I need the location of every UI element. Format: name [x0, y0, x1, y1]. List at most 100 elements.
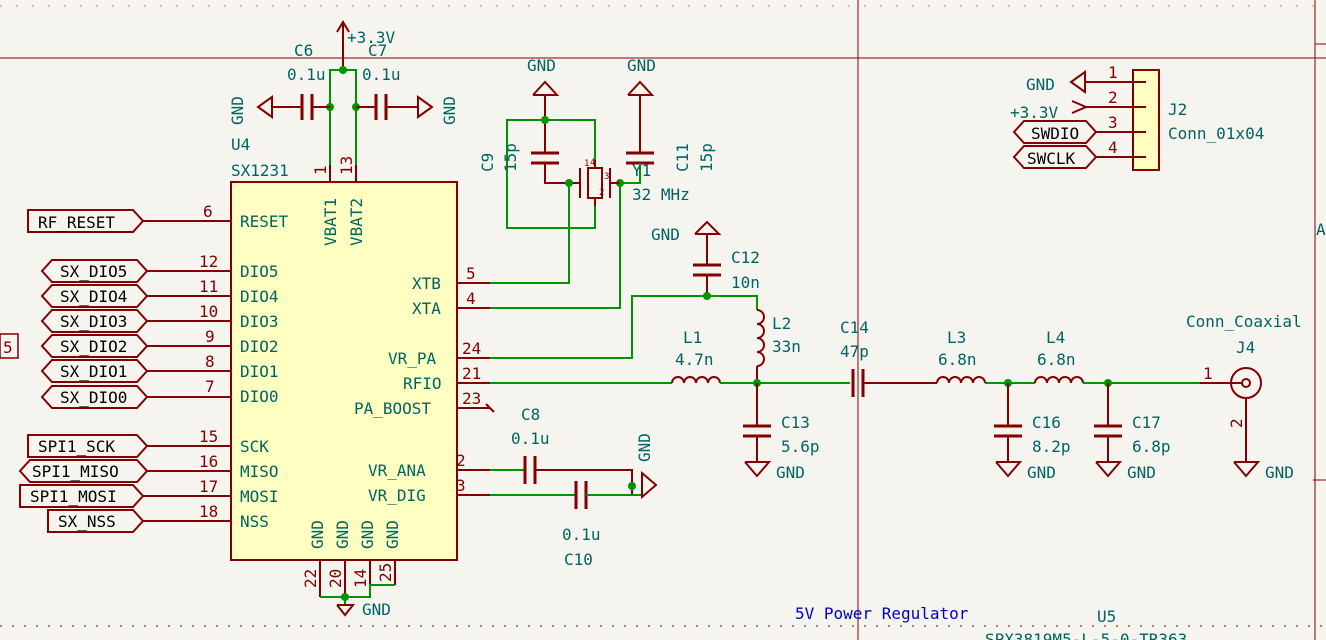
l4-ref: L4 [1046, 328, 1065, 347]
c11-gnd-label: GND [627, 56, 656, 75]
c17-ref: C17 [1132, 413, 1161, 432]
net-rf-reset-label: RF_RESET [38, 213, 115, 232]
net-rf-reset-flag [27, 209, 145, 233]
u4-pin-dio4-name: DIO4 [240, 287, 279, 306]
u4-pin-20-num: 20 [326, 569, 345, 588]
u4-pin-10-num: 10 [199, 302, 218, 321]
y1-pin-4: 4 [590, 158, 595, 168]
c11-value: 15p [697, 143, 716, 172]
u4-pin-rfio-name: RFIO [403, 374, 442, 393]
c9-gnd-label: GND [527, 56, 556, 75]
c12-gnd-label: GND [651, 225, 680, 244]
j2-pin-3: 3 [1108, 113, 1118, 132]
c7-gnd-label: GND [440, 96, 459, 125]
c11-ref: C11 [673, 143, 692, 172]
u4-pin-11-num: 11 [199, 277, 218, 296]
y1-pin-2: 2 [599, 188, 604, 198]
net-swclk-flag [1012, 145, 1098, 169]
y1-pin-3: 3 [604, 172, 609, 182]
u4-pin-dio3-name: DIO3 [240, 312, 279, 331]
vcc-3v3-label: +3.3V [347, 28, 396, 47]
u4-pin-dio0-name: DIO0 [240, 387, 279, 406]
net-labels-left: RF_RESET SX_DIO5 SX_DIO4 SX_DIO3 SX_DIO2… [18, 209, 149, 533]
u4-pin-nss-name: NSS [240, 512, 269, 531]
crystal-section [490, 80, 655, 309]
net-spi1-sck-label: SPI1_SCK [38, 437, 115, 456]
c6-c7-decoupling [256, 66, 434, 165]
y1-pin-1: 1 [584, 159, 589, 169]
j4-pin-2: 2 [1227, 418, 1246, 428]
c7-ref: C7 [368, 41, 387, 60]
j4-value: Conn_Coaxial [1186, 312, 1302, 331]
l1-ref: L1 [683, 328, 702, 347]
c6-gnd-label: GND [228, 96, 247, 125]
net-swdio-label: SWDIO [1031, 124, 1079, 143]
j2-pin-4: 4 [1108, 138, 1118, 157]
left-offsheet-label [0, 333, 19, 359]
j4-ref: J4 [1236, 338, 1255, 357]
u4-pin-vr-dig-name: VR_DIG [368, 486, 426, 505]
u4-pin-7-num: 7 [205, 377, 215, 396]
u4-gnd-name-22: GND [308, 520, 327, 549]
net-sx-dio3-flag [40, 309, 149, 333]
c13-ref: C13 [781, 413, 810, 432]
c13-gnd-label: GND [776, 463, 805, 482]
net-sx-dio1-label: SX_DIO1 [60, 362, 127, 381]
u4-pin-pa-boost-name: PA_BOOST [354, 399, 431, 418]
u4-pin-21-num: 21 [462, 364, 481, 383]
j2-3v3-label: +3.3V [1010, 103, 1059, 122]
net-sx-nss-label: SX_NSS [58, 512, 116, 531]
left-offsheet-text: 5 [3, 338, 13, 357]
u4-gnd-name-20: GND [333, 520, 352, 549]
c17-gnd-label: GND [1127, 463, 1156, 482]
u4-gnd-name-25: GND [383, 520, 402, 549]
c7-value: 0.1u [362, 65, 401, 84]
u4-gnd-label: GND [362, 600, 391, 619]
u4-ref: U4 [231, 135, 250, 154]
u4-pin-22-num: 22 [301, 569, 320, 588]
c12-ref: C12 [731, 248, 760, 267]
l1-value: 4.7n [675, 350, 714, 369]
y1-value: 32 MHz [632, 185, 690, 204]
u4-pin-xta-name: XTA [412, 299, 441, 318]
c16-gnd-label: GND [1027, 463, 1056, 482]
u4-bottom-pins: GND GND GND GND 22 20 14 25 [301, 520, 402, 588]
u4-pin-2-num: 2 [456, 451, 466, 470]
net-swdio-flag [1012, 120, 1098, 144]
net-sx-dio3-label: SX_DIO3 [60, 312, 127, 331]
u4-pin-12-num: 12 [199, 252, 218, 271]
net-sx-dio5-label: SX_DIO5 [60, 262, 127, 281]
u4-pin-5-num: 5 [466, 264, 476, 283]
j2-ref: J2 [1168, 100, 1187, 119]
l2-value: 33n [772, 337, 801, 356]
l3-value: 6.8n [938, 350, 977, 369]
u4-value: SX1231 [231, 161, 289, 180]
u4-pin-17-num: 17 [199, 477, 218, 496]
net-spi1-mosi-label: SPI1_MOSI [30, 487, 117, 506]
net-sx-dio4-flag [40, 284, 149, 308]
j2-gnd-label: GND [1026, 75, 1055, 94]
net-spi1-sck-flag [27, 434, 149, 458]
u4-pin-15-num: 15 [199, 427, 218, 446]
net-sx-dio4-label: SX_DIO4 [60, 287, 127, 306]
u4-right-pins: 5 XTB 4 XTA 24 VR_PA 21 RFIO 23 PA_BOOST… [354, 264, 481, 505]
u4-pin-9-num: 9 [205, 327, 215, 346]
c9-ref: C9 [478, 153, 497, 172]
j4-pin-1: 1 [1203, 364, 1213, 383]
u4-pin-xtb-name: XTB [412, 274, 441, 293]
vr-gnd-label: GND [635, 433, 654, 462]
u4-pin-24-num: 24 [462, 339, 481, 358]
u4-pin-mosi-name: MOSI [240, 487, 279, 506]
rf-matching-section [490, 220, 1262, 478]
c9-value: 15p [501, 143, 520, 172]
c8-ref: C8 [521, 405, 540, 424]
u4-sx1231 [143, 165, 495, 617]
net-spi1-mosi-flag [19, 484, 145, 508]
c16-ref: C16 [1032, 413, 1061, 432]
net-sx-dio1-flag [40, 359, 149, 383]
net-spi1-miso-flag [18, 459, 149, 483]
c8-value: 0.1u [511, 429, 550, 448]
c14-ref: C14 [840, 318, 869, 337]
